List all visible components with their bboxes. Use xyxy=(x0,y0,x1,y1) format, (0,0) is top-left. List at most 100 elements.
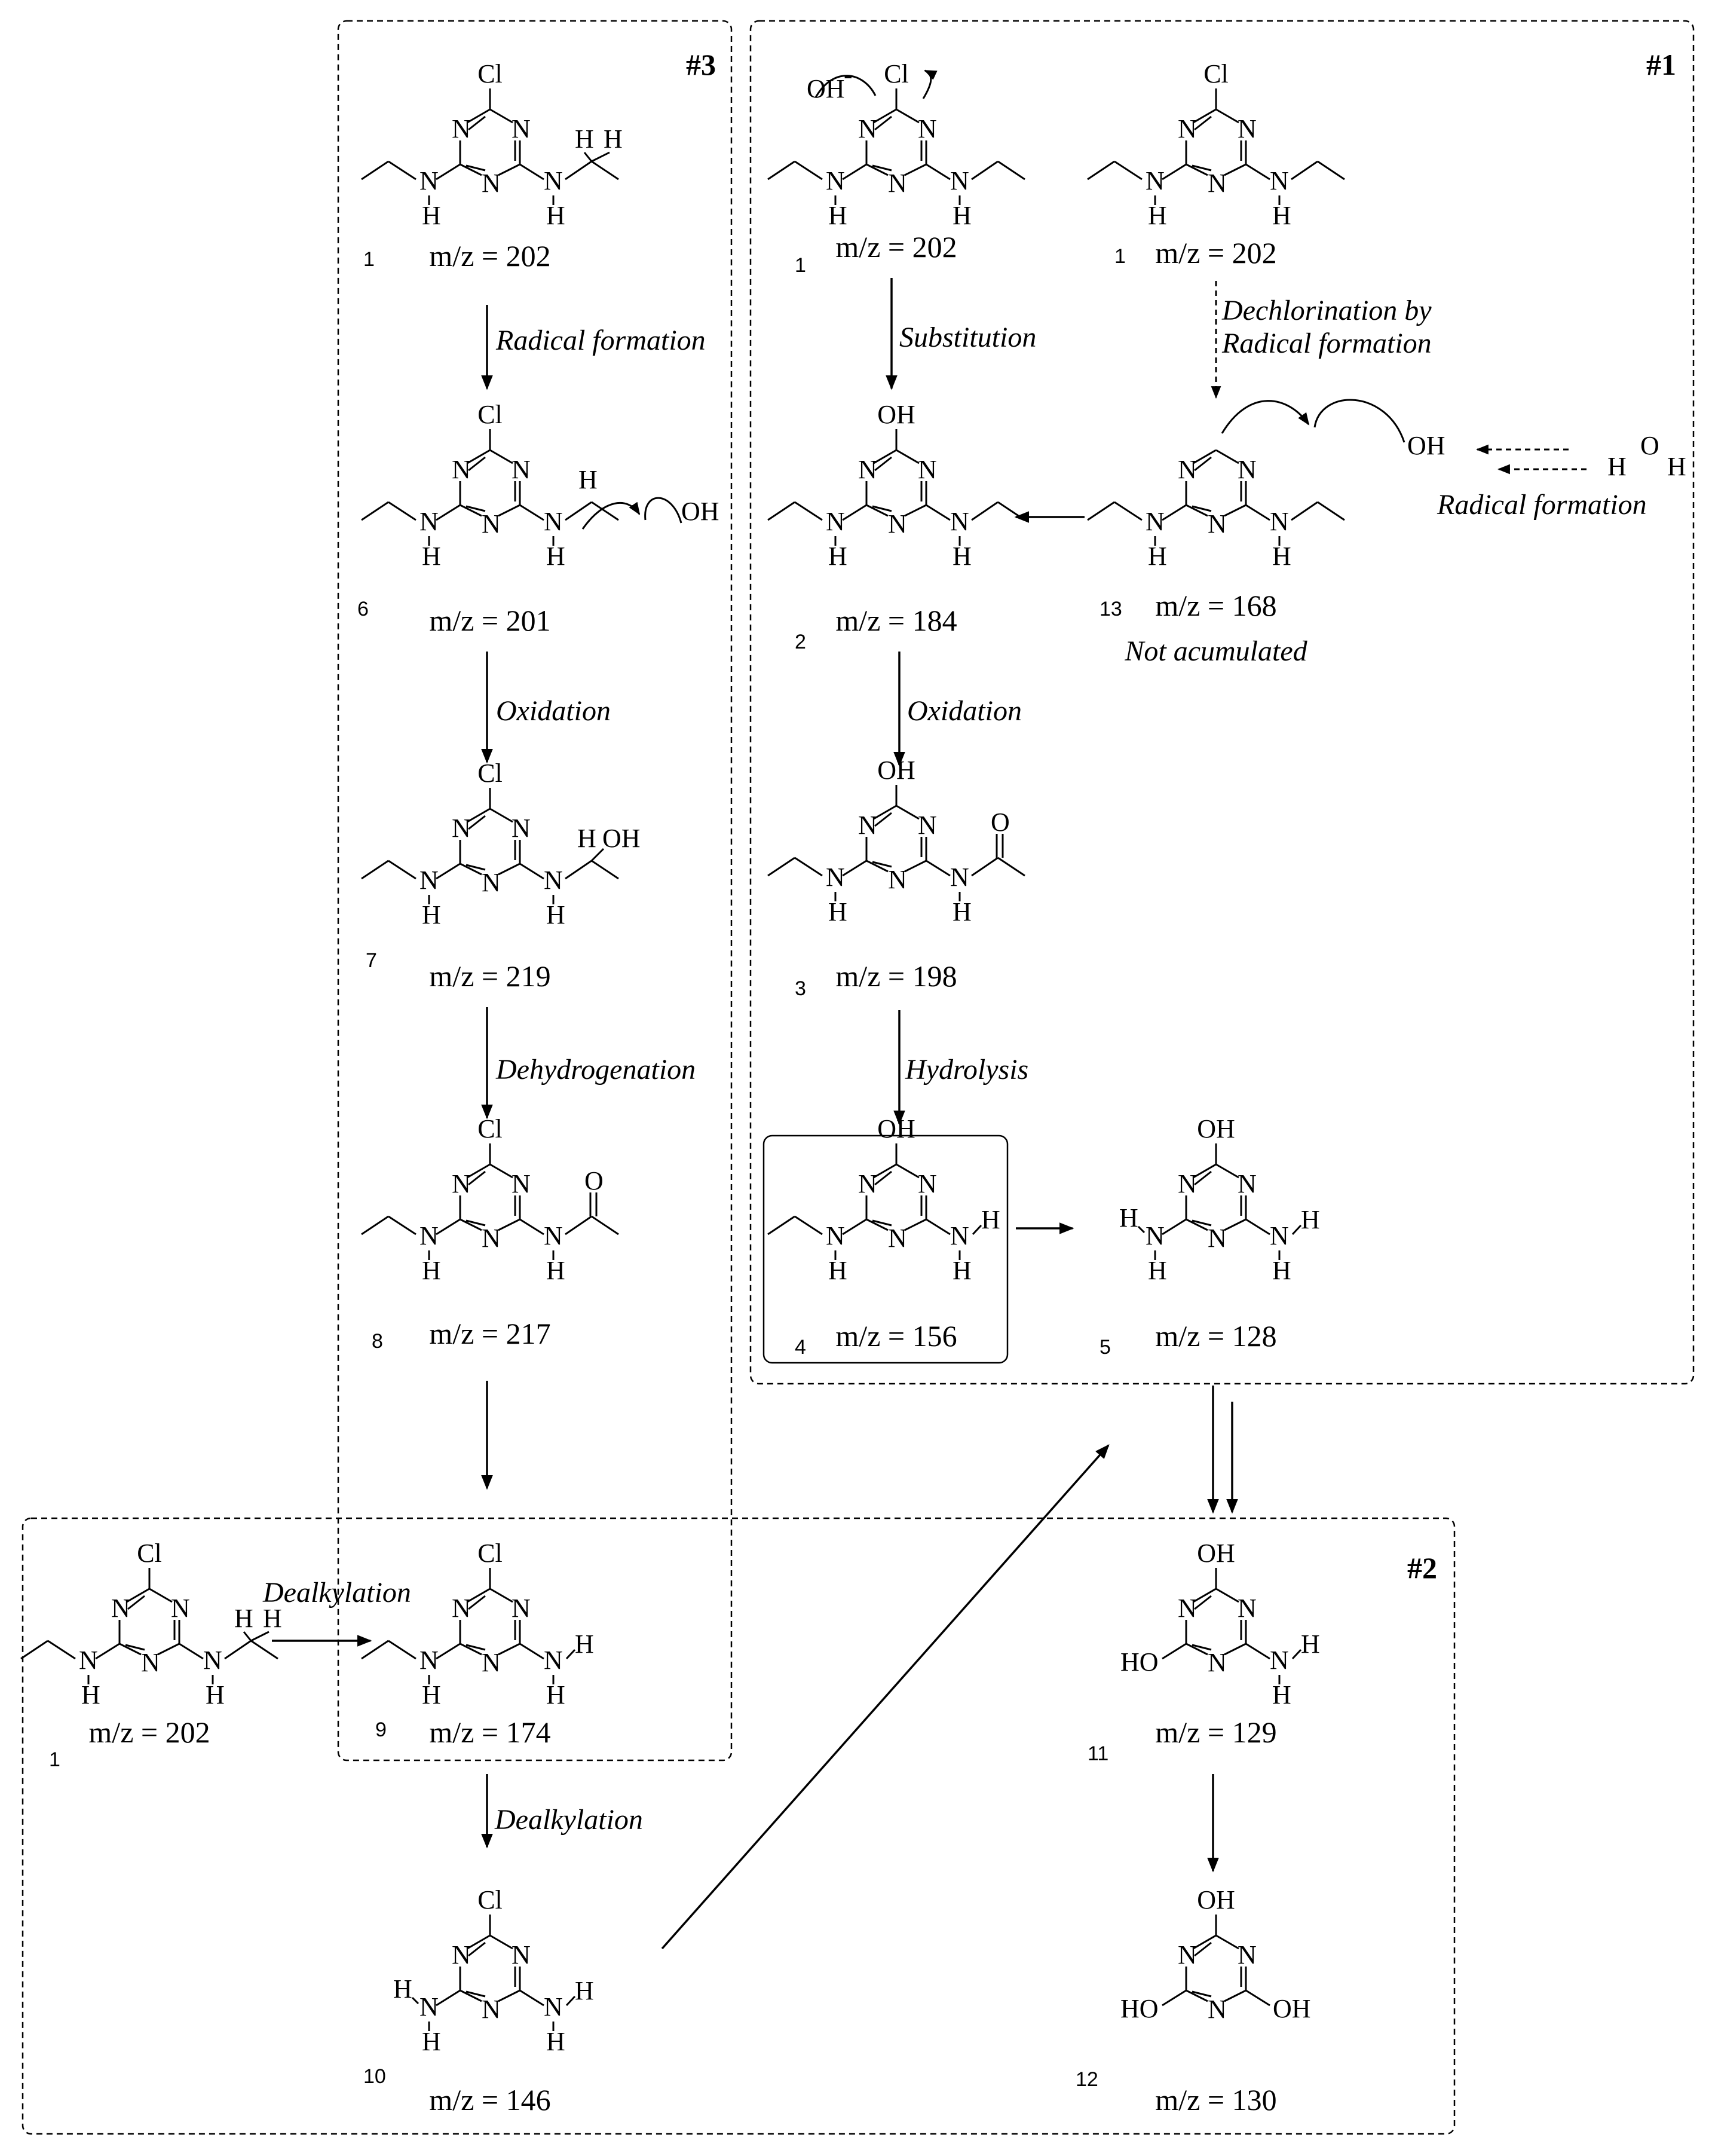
compound-number: 13 xyxy=(1100,598,1122,620)
bond xyxy=(126,1588,150,1603)
bond xyxy=(565,1215,592,1236)
amine-h: H xyxy=(1148,201,1167,230)
amine-n: N xyxy=(1270,1221,1289,1250)
bond xyxy=(767,160,795,181)
amine-h: H xyxy=(575,1629,594,1659)
bond xyxy=(1192,1219,1212,1227)
bond xyxy=(498,1643,520,1656)
reaction-substitution: Substitution xyxy=(899,322,1036,353)
ring-n-atom: N xyxy=(858,114,877,143)
bond xyxy=(794,501,823,521)
bond xyxy=(467,1163,491,1179)
amine-n: N xyxy=(1146,166,1165,195)
mz-label: m/z = 217 xyxy=(429,1317,550,1350)
bond xyxy=(971,857,999,877)
bond xyxy=(874,456,892,472)
bond xyxy=(1087,501,1115,521)
compound-number: 7 xyxy=(366,949,377,972)
substituent-oh: OH xyxy=(1197,1885,1235,1915)
bond xyxy=(591,160,619,181)
amine-h: H xyxy=(546,542,565,571)
substituent-cl: Cl xyxy=(477,759,503,788)
mz-label: m/z = 202 xyxy=(1155,236,1276,270)
bond xyxy=(1215,108,1239,124)
bond xyxy=(997,857,1025,877)
ring-n-atom: N xyxy=(1208,1995,1227,2024)
compound-number: 12 xyxy=(1076,2068,1098,2091)
amine-h: H xyxy=(422,2027,441,2056)
bond xyxy=(179,1643,204,1660)
amine-h: H xyxy=(828,201,847,230)
amine-h: H xyxy=(422,1256,441,1285)
bond xyxy=(498,1989,520,2002)
amine-n: N xyxy=(950,1221,969,1250)
ring-n-atom: N xyxy=(141,1648,160,1677)
not-accumulated-note: Not acumulated xyxy=(1124,635,1307,667)
mz-label: m/z = 156 xyxy=(835,1319,957,1353)
hydroxyl: HO xyxy=(1120,1647,1159,1677)
bond xyxy=(872,164,892,172)
bond xyxy=(467,808,491,823)
reaction-dehydrogenation: Dehydrogenation xyxy=(495,1054,696,1085)
ring-n-atom: N xyxy=(888,169,907,198)
bond xyxy=(873,805,897,820)
bond xyxy=(250,1631,269,1642)
amine-h: H xyxy=(1148,542,1167,571)
bond xyxy=(1186,163,1208,176)
bond xyxy=(361,1640,389,1660)
radical-curve-6a xyxy=(581,501,641,530)
bond xyxy=(157,1643,180,1656)
amine-h: H xyxy=(393,1974,412,2004)
bond xyxy=(519,863,544,880)
bond xyxy=(489,1163,513,1179)
bond xyxy=(866,1218,889,1231)
bond xyxy=(591,501,619,521)
ring-n-atom: N xyxy=(482,1224,501,1253)
bond xyxy=(926,1218,951,1236)
bond xyxy=(465,1990,486,1998)
amine-h: H xyxy=(206,1680,225,1709)
amine-h: H xyxy=(546,1256,565,1285)
bond xyxy=(489,1934,513,1950)
h-atom: H xyxy=(604,124,623,154)
bond xyxy=(20,1640,48,1660)
compound-number: 4 xyxy=(795,1336,806,1359)
amine-h: H xyxy=(422,201,441,230)
ring-n-atom: N xyxy=(888,509,907,539)
bond xyxy=(1224,163,1247,176)
amine-h: H xyxy=(953,1256,972,1285)
amine-h: H xyxy=(828,542,847,571)
amine-h: H xyxy=(953,897,972,926)
reaction-hydrolysis: Hydrolysis xyxy=(905,1054,1028,1085)
arrow-10-to-5 xyxy=(661,1444,1110,1950)
bond xyxy=(926,504,951,521)
bond xyxy=(519,1643,544,1660)
amine-n: N xyxy=(1146,507,1165,536)
ring-n-atom: N xyxy=(452,1594,471,1623)
ring-n-atom: N xyxy=(1178,1594,1197,1623)
amine-h: H xyxy=(422,542,441,571)
amine-n: N xyxy=(419,166,439,195)
bond xyxy=(224,1640,252,1660)
mz-label: m/z = 202 xyxy=(835,230,957,264)
compound-4-highlight-box xyxy=(762,1134,1009,1364)
amine-h: H xyxy=(81,1680,100,1709)
ring-n-atom: N xyxy=(512,455,531,484)
substituent-cl: Cl xyxy=(477,1539,503,1568)
bond xyxy=(896,1163,920,1179)
amine-n: N xyxy=(79,1646,98,1675)
bond xyxy=(794,857,823,877)
hydroxyl: HO xyxy=(1120,1994,1159,2023)
hydroxyl-radical: OH xyxy=(681,497,719,526)
reaction-dealkylation: Dealkylation xyxy=(494,1804,643,1836)
bond xyxy=(565,1995,576,2007)
bond xyxy=(866,504,889,517)
bond xyxy=(1137,1225,1146,1234)
h-atom: H xyxy=(578,465,598,494)
